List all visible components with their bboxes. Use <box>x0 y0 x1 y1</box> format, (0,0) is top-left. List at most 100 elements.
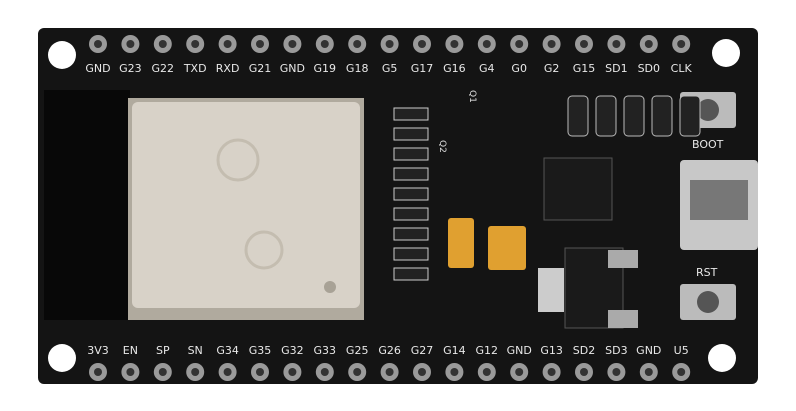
pin-hole <box>223 40 232 48</box>
pin-hole <box>580 368 588 376</box>
antenna-area <box>44 90 130 320</box>
pin-hole <box>158 368 167 376</box>
pin-label-bottom: SD2 <box>573 344 595 357</box>
pin-hole <box>547 40 556 48</box>
pin-hole <box>677 40 686 48</box>
pin-label-top: RXD <box>216 62 240 75</box>
usb-uart-chip <box>543 157 613 221</box>
mount-hole <box>48 344 76 372</box>
pin-hole <box>482 368 491 376</box>
resistor <box>393 147 429 161</box>
pin-label-top: G21 <box>249 62 272 75</box>
pin-hole <box>223 368 232 376</box>
resistor <box>393 127 429 141</box>
pin-hole <box>191 40 200 48</box>
rst-button-cap <box>697 291 719 313</box>
pin-label-bottom: G34 <box>216 344 239 357</box>
pin-label-bottom: G13 <box>540 344 563 357</box>
pin-hole <box>191 368 200 376</box>
pin-label-bottom: GND <box>507 344 532 357</box>
pin-label-bottom: G26 <box>378 344 401 357</box>
pin-hole <box>320 368 329 376</box>
pin-hole <box>418 40 426 48</box>
led <box>623 95 645 137</box>
pin-label-bottom: G12 <box>476 344 499 357</box>
led <box>651 95 673 137</box>
pin-label-top: G23 <box>119 62 142 75</box>
led <box>567 95 589 137</box>
capacitor <box>488 226 526 270</box>
resistor <box>393 107 429 121</box>
resistor <box>393 187 429 201</box>
pin-hole <box>385 368 394 376</box>
pin-hole <box>612 368 621 376</box>
pin-hole <box>547 368 556 376</box>
pin-hole <box>256 368 264 376</box>
espressif-logo <box>244 230 284 270</box>
mount-hole <box>708 344 736 372</box>
pin-label-top: G16 <box>443 62 466 75</box>
pin-hole <box>515 40 524 48</box>
capacitor <box>448 218 474 268</box>
pin-label-bottom: SP <box>156 344 170 357</box>
q2-label: Q2 <box>437 140 447 153</box>
pin-label-bottom: G35 <box>249 344 272 357</box>
pin-hole <box>126 40 135 48</box>
pin-label-bottom: SD3 <box>605 344 627 357</box>
pin-label-top: G18 <box>346 62 369 75</box>
espressif-logo <box>216 138 260 182</box>
pin-label-bottom: G27 <box>411 344 434 357</box>
pin-hole <box>288 368 297 376</box>
esp32-module-shield <box>132 102 360 308</box>
pin-label-top: CLK <box>671 62 693 75</box>
pin-label-top: G4 <box>479 62 495 75</box>
pin-hole <box>94 368 102 376</box>
boot-label: BOOT <box>692 138 724 151</box>
pin-label-top: G0 <box>511 62 527 75</box>
pin-hole <box>450 40 459 48</box>
diode <box>538 268 564 312</box>
pin-label-top: G2 <box>544 62 560 75</box>
module-dot <box>324 281 336 293</box>
pin-label-top: G22 <box>152 62 175 75</box>
pin-hole <box>482 40 491 48</box>
pin-label-top: TXD <box>183 62 207 75</box>
boot-button-cap <box>697 99 719 121</box>
pin-label-bottom: SN <box>188 344 203 357</box>
led <box>679 95 701 137</box>
pin-label-top: G19 <box>314 62 337 75</box>
pin-hole <box>450 368 459 376</box>
pin-hole <box>288 40 297 48</box>
usb-opening <box>690 180 748 220</box>
pin-hole <box>385 40 394 48</box>
led <box>595 95 617 137</box>
pin-label-top: G5 <box>382 62 398 75</box>
pin-hole <box>256 40 264 48</box>
resistor <box>393 207 429 221</box>
resistor <box>393 167 429 181</box>
resistor <box>393 267 429 281</box>
pin-label-bottom: 3V3 <box>87 344 109 357</box>
q1-label: Q1 <box>467 90 477 103</box>
pin-label-bottom: G33 <box>314 344 337 357</box>
pin-label-bottom: G32 <box>281 344 304 357</box>
pin-label-bottom: EN <box>123 344 138 357</box>
regulator-pin <box>608 310 638 328</box>
pin-hole <box>94 40 102 48</box>
pin-hole <box>320 40 329 48</box>
mount-hole <box>712 39 740 67</box>
pin-hole <box>644 368 653 376</box>
pin-hole <box>353 368 362 376</box>
pin-label-top: GND <box>85 62 110 75</box>
pin-hole <box>677 368 686 376</box>
pin-label-top: SD0 <box>638 62 660 75</box>
pin-label-bottom: U5 <box>674 344 689 357</box>
pin-hole <box>158 40 167 48</box>
pin-hole <box>644 40 653 48</box>
resistor <box>393 247 429 261</box>
pin-label-bottom: GND <box>636 344 661 357</box>
pin-hole <box>612 40 621 48</box>
pin-hole <box>126 368 135 376</box>
regulator-pin <box>608 250 638 268</box>
